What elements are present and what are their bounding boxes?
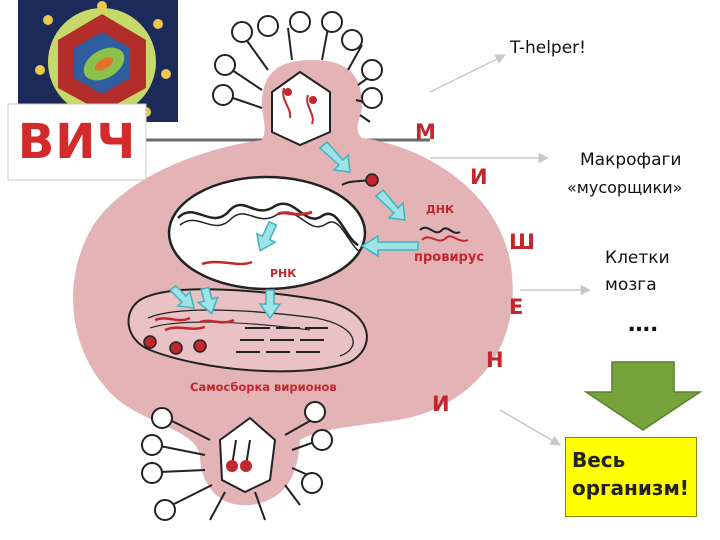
self-assembly-label: Самосборка вирионов — [190, 380, 337, 394]
brain-cells-label: Клетки — [605, 248, 670, 268]
target-letter-i1: И — [470, 165, 488, 189]
macrophages-label: Макрофаги — [580, 150, 681, 170]
more-ellipsis: …. — [628, 312, 658, 337]
t-helper-label: T-helper! — [510, 38, 586, 58]
whole-body-line1: Весь — [572, 446, 690, 474]
whole-body-box: Весь организм! — [565, 437, 697, 517]
macrophages-sublabel: «мусорщики» — [567, 178, 682, 197]
rnk-label: РНК — [270, 267, 296, 280]
target-letter-m: М — [415, 120, 436, 144]
target-letter-e: Е — [509, 295, 523, 319]
dnk-label: ДНК — [426, 203, 454, 216]
target-letter-n: Н — [486, 348, 504, 372]
target-letter-sh: Ш — [509, 230, 535, 254]
page-title: ВИЧ — [12, 106, 142, 178]
whole-body-line2: организм! — [572, 474, 690, 502]
capsid-dot — [366, 174, 378, 186]
brain-cells-sublabel: мозга — [605, 275, 657, 295]
result-down-arrow — [586, 362, 700, 430]
target-letter-i2: И — [432, 392, 450, 416]
provirus-label: провирус — [414, 250, 484, 265]
